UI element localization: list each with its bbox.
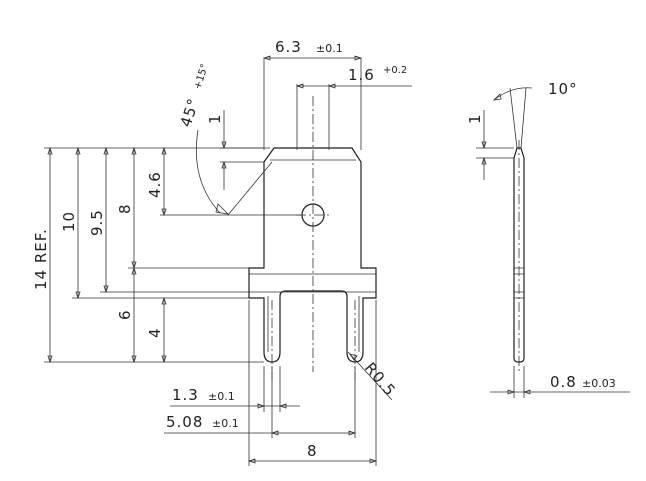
dim-thickness: 0.8 ±0.03 [490, 366, 630, 398]
dim-length-ref-label: 14 REF. [32, 228, 50, 290]
dim-leg-pitch-tol: ±0.1 [212, 417, 239, 430]
dim-width-total-tol: ±0.1 [316, 42, 343, 55]
front-view: 6.3 ±0.1 1.6 +0.2 45° +15° 1 4. [32, 38, 412, 466]
dim-width-total-label: 6.3 [275, 38, 302, 56]
dim-leg-span-label: 8 [307, 442, 318, 460]
dim-side-chamfer-label: 1 [466, 113, 484, 124]
dim-leg-length-6-label: 6 [116, 309, 134, 320]
dim-leg-pitch: 5.08 ±0.1 [164, 366, 357, 438]
dim-leg-span: 8 [247, 300, 378, 466]
dim-length-9-5-label: 9.5 [88, 209, 106, 236]
terminal-outline [248, 147, 377, 363]
side-step-1 [514, 267, 524, 275]
dim-length-10-label: 10 [60, 211, 78, 232]
dim-width-total: 6.3 ±0.1 [262, 38, 363, 150]
dim-leg-length-4-label: 4 [146, 327, 164, 338]
dim-leg-length-6: 6 [116, 266, 137, 364]
dim-leg-width-label: 1.3 [172, 386, 199, 404]
side-profile [513, 147, 525, 363]
side-view: 10° 1 0.8 ±0.03 [466, 80, 630, 398]
dim-side-angle-label: 10° [548, 80, 578, 98]
dim-length-ref: 14 REF. [32, 146, 53, 364]
dim-chamfer-depth: 1 [206, 110, 264, 190]
dim-hole-offset-label: 4.6 [146, 171, 164, 198]
dim-leg-width: 1.3 ±0.1 [170, 366, 300, 412]
dim-thickness-label: 0.8 [550, 373, 577, 391]
dim-thickness-tol: ±0.03 [582, 377, 616, 390]
dim-tab-width: 1.6 +0.2 [295, 65, 412, 150]
dim-length-8-label: 8 [116, 203, 134, 214]
dim-chamfer-depth-label: 1 [206, 113, 224, 124]
dim-length-8: 8 [116, 146, 137, 270]
dim-length-9-5: 9.5 [88, 146, 249, 294]
side-step-2 [514, 291, 524, 299]
dim-chamfer-angle-tol: +15° [192, 63, 211, 91]
dim-leg-radius: R0.5 [347, 351, 399, 401]
dim-length-10: 10 [60, 146, 81, 300]
dim-leg-width-tol: ±0.1 [208, 390, 235, 403]
dim-leg-pitch-label: 5.08 [166, 413, 203, 431]
dim-side-angle: 10° [492, 80, 578, 149]
dim-tab-width-tol: +0.2 [383, 65, 407, 76]
dim-chamfer-angle-label: 45° [177, 96, 203, 130]
dim-side-chamfer: 1 [466, 110, 514, 180]
dim-tab-width-label: 1.6 [348, 66, 375, 84]
dim-hole-offset: 4.6 [146, 146, 302, 217]
dim-leg-length-4: 4 [146, 296, 167, 364]
dim-leg-radius-label: R0.5 [361, 359, 399, 400]
